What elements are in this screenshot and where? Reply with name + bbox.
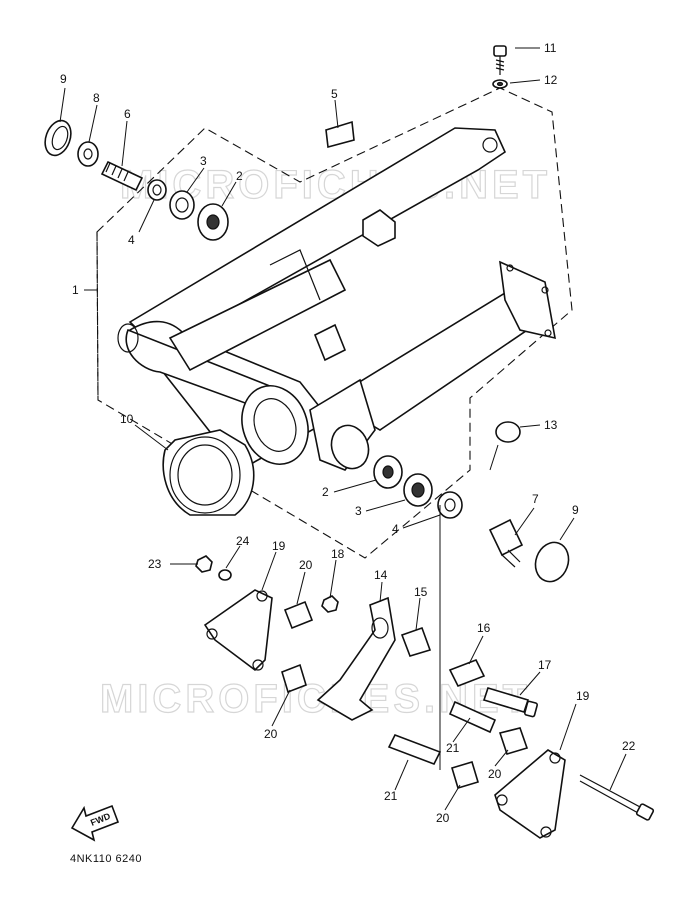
callout-7: 7 bbox=[532, 492, 539, 506]
callout-3-right: 3 bbox=[355, 504, 362, 518]
part-17-bolt bbox=[482, 687, 538, 718]
callout-12: 12 bbox=[544, 73, 558, 87]
part-5-plate bbox=[325, 120, 355, 149]
part-9-cover-left bbox=[44, 119, 72, 157]
part-9-cover-right bbox=[534, 541, 570, 583]
callout-4-right: 4 bbox=[392, 522, 399, 536]
callout-17: 17 bbox=[538, 658, 552, 672]
part-23-nut bbox=[195, 555, 213, 573]
assembly-boundary-left bbox=[96, 231, 99, 401]
callout-11: 11 bbox=[544, 41, 557, 55]
fwd-arrow-icon: FWD bbox=[70, 804, 120, 842]
part-11-bolt bbox=[493, 45, 507, 75]
callout-3-left: 3 bbox=[200, 154, 207, 168]
part-2-bearing-left bbox=[197, 203, 229, 241]
callout-10: 10 bbox=[120, 412, 134, 426]
callout-21-b: 21 bbox=[384, 789, 398, 803]
part-19-plate-upper bbox=[203, 589, 273, 672]
part-12-washer-hole bbox=[496, 81, 504, 87]
part-20-bush-4 bbox=[451, 761, 479, 789]
part-10-drive-cover bbox=[162, 429, 255, 516]
part-15-collar bbox=[400, 626, 432, 657]
callout-6: 6 bbox=[124, 107, 131, 121]
callout-20-c: 20 bbox=[488, 767, 502, 781]
callout-23: 23 bbox=[148, 557, 162, 571]
callout-5: 5 bbox=[331, 87, 338, 101]
callout-2-left: 2 bbox=[236, 169, 243, 183]
callout-numbers: 9 8 6 3 2 4 1 5 11 12 13 10 2 3 4 7 9 23… bbox=[60, 41, 636, 825]
part-7-pivot-bolt bbox=[488, 518, 524, 568]
callout-4-left: 4 bbox=[128, 233, 135, 247]
part-2-bearing-right bbox=[373, 455, 403, 489]
callout-24: 24 bbox=[236, 534, 250, 548]
part-21-sleeve-1 bbox=[448, 700, 497, 734]
callout-9-left: 9 bbox=[60, 72, 67, 86]
callout-19-lower: 19 bbox=[576, 689, 590, 703]
callout-13: 13 bbox=[544, 418, 558, 432]
callout-16: 16 bbox=[477, 621, 491, 635]
part-22-bolt bbox=[579, 774, 655, 821]
swingarm bbox=[117, 127, 557, 472]
callout-15: 15 bbox=[414, 585, 428, 599]
part-8-nut bbox=[77, 141, 99, 167]
callout-14: 14 bbox=[374, 568, 388, 582]
callout-22: 22 bbox=[622, 739, 636, 753]
part-4-collar-left bbox=[147, 179, 167, 201]
part-3-seal-left bbox=[169, 190, 195, 220]
callout-8: 8 bbox=[93, 91, 100, 105]
callout-20-b: 20 bbox=[264, 727, 278, 741]
part-16-sleeve bbox=[448, 658, 486, 688]
callout-21-a: 21 bbox=[446, 741, 460, 755]
part-21-sleeve-2 bbox=[387, 733, 442, 766]
part-20-bush-3 bbox=[498, 727, 529, 755]
callout-2-right: 2 bbox=[322, 485, 329, 499]
leader-lines bbox=[59, 47, 627, 811]
part-3-seal-right bbox=[403, 473, 433, 507]
callout-18: 18 bbox=[331, 547, 345, 561]
assembly-boundary bbox=[96, 87, 573, 559]
callout-20-d: 20 bbox=[436, 811, 450, 825]
part-6-pivot-shaft bbox=[100, 160, 144, 192]
part-20-bush-1 bbox=[283, 600, 314, 630]
callout-20-a: 20 bbox=[299, 558, 313, 572]
part-18-nut bbox=[321, 595, 339, 613]
part-4-collar-right bbox=[437, 491, 463, 519]
callout-19-upper: 19 bbox=[272, 539, 286, 553]
part-19-plate-lower bbox=[494, 749, 566, 839]
part-13-cap bbox=[495, 421, 521, 443]
callout-1: 1 bbox=[72, 283, 79, 297]
part-20-bush-2 bbox=[281, 663, 307, 694]
part-14-relay-arm bbox=[316, 596, 396, 721]
part-24-washer bbox=[218, 569, 232, 581]
diagram-code: 4NK110 6240 bbox=[70, 853, 142, 865]
callout-9-right: 9 bbox=[572, 503, 579, 517]
